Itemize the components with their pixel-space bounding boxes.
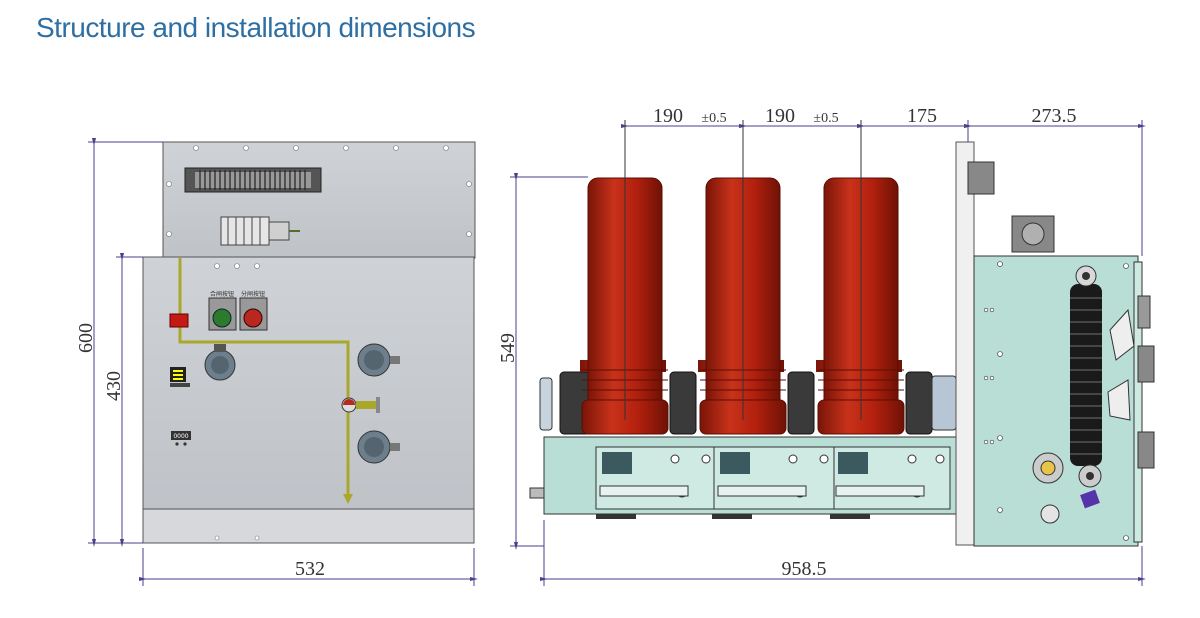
dim-pitch-1: 190 [653,105,683,127]
dim-offset: 175 [907,105,937,127]
dim-pitch-2: 190 [765,105,795,127]
manual-spring-charging-port [204,344,236,381]
spring-charge-indicator [170,367,190,387]
dim-tolerance-2: ±0.5 [813,111,838,126]
open-push-button[interactable]: 分闸按钮 [239,290,268,331]
close-push-button[interactable]: 合闸按钮 [208,290,237,331]
operating-socket-upper [357,343,400,377]
operating-mechanism [973,215,1155,547]
page-title: Structure and installation dimensions [36,12,476,43]
dim-width: 532 [295,558,325,580]
open-button-label: 分闸按钮 [241,290,265,298]
position-indicator [341,397,380,413]
operation-counter: 0000 [171,431,191,446]
operating-socket-lower [357,430,400,464]
front-panel [142,256,475,510]
dim-mechanism: 273.5 [1032,105,1077,127]
separator-plate [955,141,975,546]
front-panel-base [142,508,475,544]
front-dimension-lines [88,138,478,586]
pole-1 [559,177,697,435]
dim-tolerance-1: ±0.5 [701,111,726,126]
side-view: 190 ±0.5 190 ±0.5 175 273.5 549 958.5 [497,105,1155,586]
dim-height: 549 [497,333,519,363]
dim-height-total: 600 [75,323,97,353]
upper-mounting-plate [162,141,476,259]
close-button-label: 合闸按钮 [210,290,234,298]
red-latch [169,313,189,328]
terminal-block-strip [184,167,322,193]
auxiliary-switch [220,216,300,246]
dim-height-body: 430 [103,371,125,401]
pole-2 [698,177,815,435]
side-dimension-lines [510,120,1146,586]
front-view: 合闸按钮 分闸按钮 [75,138,478,586]
operation-counter-value: 0000 [173,433,188,440]
dim-length: 958.5 [782,558,827,580]
pole-3 [816,177,957,435]
